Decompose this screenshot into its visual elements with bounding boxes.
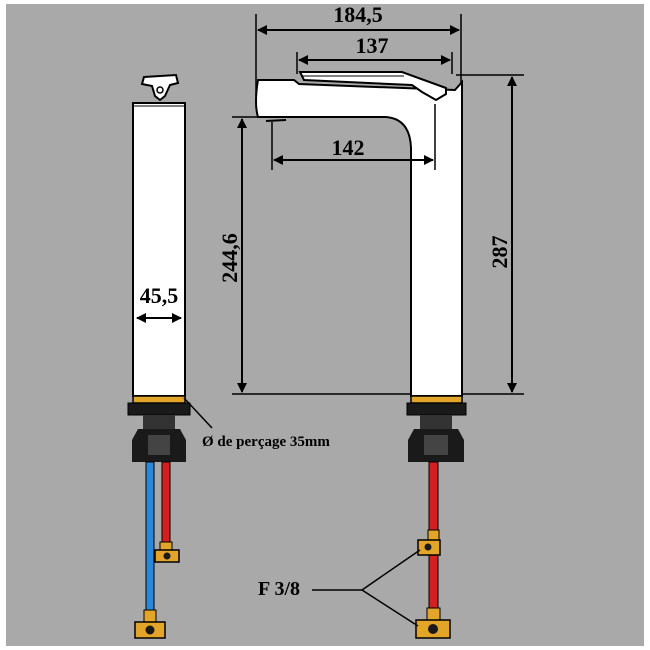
side-hot-fitting-bolt xyxy=(163,552,171,560)
connection-leader-upper xyxy=(361,549,421,591)
side-body xyxy=(132,102,186,397)
total-height-dimension: 287 xyxy=(456,74,524,395)
front-upper-connector xyxy=(427,529,440,541)
handle-length-label: 137 xyxy=(356,33,389,58)
side-view xyxy=(127,73,191,639)
front-handle xyxy=(298,71,447,102)
spout-height-label: 244,6 xyxy=(217,233,242,283)
connection-leader-lower xyxy=(361,589,419,627)
front-lower-fitting-bolt xyxy=(428,624,438,634)
front-washer xyxy=(406,402,467,416)
front-shank xyxy=(420,415,452,429)
spout-reach-dimension: 142 xyxy=(271,104,436,170)
side-washer xyxy=(127,402,191,416)
total-length-label: 184,5 xyxy=(333,2,383,27)
handle-length-dimension: 137 xyxy=(296,33,453,74)
total-height-label: 287 xyxy=(487,236,512,269)
front-nut-highlight xyxy=(424,435,448,455)
front-view xyxy=(255,71,467,639)
front-aerator xyxy=(265,119,287,122)
side-brass-ring xyxy=(132,395,186,404)
drilling-label: Ø de perçage 35mm xyxy=(202,434,330,450)
total-length-dimension: 184,5 xyxy=(255,2,462,96)
connection-label: F 3/8 xyxy=(258,578,300,600)
width-dimension-label: 45,5 xyxy=(140,283,179,308)
connection-callout: F 3/8 xyxy=(258,549,421,627)
side-hot-hose xyxy=(161,461,171,543)
side-cold-connector xyxy=(143,609,157,623)
spout-height-dimension: 244,6 xyxy=(217,116,412,395)
side-cold-hose xyxy=(145,461,155,611)
side-hot-connector xyxy=(159,541,173,551)
drilling-callout: Ø de perçage 35mm xyxy=(183,397,330,450)
side-shank xyxy=(143,415,175,429)
drilling-leader xyxy=(183,397,213,429)
front-lower-connector xyxy=(426,607,441,621)
front-body xyxy=(255,79,463,397)
side-nut-highlight xyxy=(148,435,170,455)
front-upper-fitting-bolt xyxy=(424,543,432,551)
width-dimension: 45,5 xyxy=(136,283,182,323)
spout-reach-label: 142 xyxy=(332,135,365,160)
side-cold-fitting-bolt xyxy=(145,625,155,635)
side-handle-pivot xyxy=(156,86,164,94)
front-brass-ring xyxy=(410,395,463,404)
